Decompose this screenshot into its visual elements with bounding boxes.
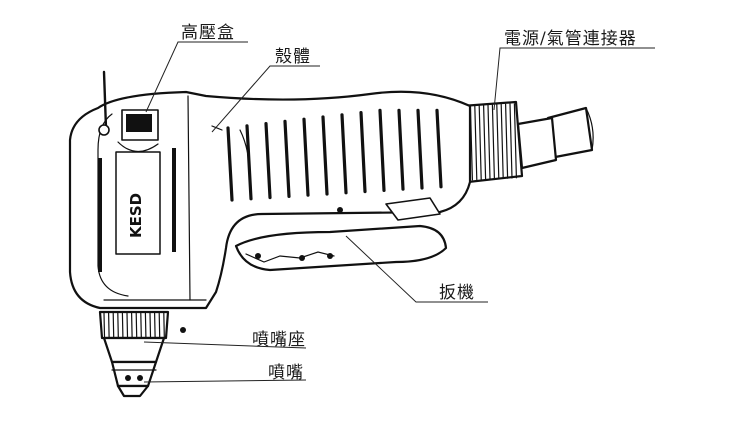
seat-knurl-line — [131, 312, 133, 338]
label-trigger: 扳機 — [439, 283, 475, 303]
label-housing: 殼體 — [275, 47, 311, 67]
seat-knurl-line — [117, 312, 119, 338]
nozzle-graphic — [98, 310, 186, 398]
knurl-line — [483, 104, 487, 180]
knurl-line — [496, 103, 500, 180]
housing-rib — [359, 110, 367, 194]
seat-knurl-line — [144, 312, 147, 338]
housing-rib — [435, 108, 443, 189]
knurl-line — [491, 104, 495, 180]
seat-knurl-line — [103, 312, 106, 338]
housing-rib — [321, 115, 329, 196]
knurl-line — [487, 104, 491, 180]
housing-rib — [378, 108, 386, 192]
seat-knurl-line — [149, 312, 152, 338]
knurl-line — [478, 104, 482, 180]
label-nozzle-seat: 噴嘴座 — [252, 330, 306, 350]
housing-rib — [283, 119, 291, 198]
seat-knurl-line — [126, 312, 129, 338]
housing-rib — [226, 126, 234, 202]
knurl-line — [505, 103, 509, 179]
seat-knurl-line — [107, 312, 110, 338]
knurl-line — [513, 103, 518, 179]
seat-knurl-line — [112, 312, 115, 338]
label-pressure-box: 高壓盒 — [181, 23, 235, 43]
housing-rib — [397, 108, 405, 191]
knurl-line — [509, 103, 513, 179]
leader-lines — [143, 41, 655, 383]
seat-knurl-line — [154, 312, 156, 338]
trigger-graphic — [234, 197, 448, 272]
housing-body: KESD — [68, 70, 472, 310]
housing-rib — [340, 113, 348, 195]
logo-text: KESD — [127, 193, 145, 238]
housing-rib — [416, 108, 424, 190]
knurl-line — [500, 103, 504, 179]
seat-knurl-line — [158, 312, 161, 338]
seat-knurl-line — [135, 312, 138, 338]
seat-knurl-line — [140, 312, 142, 338]
seat-knurl-line — [163, 312, 165, 338]
label-nozzle: 噴嘴 — [268, 363, 304, 383]
knurl-line — [474, 104, 478, 181]
seat-knurl-line — [121, 312, 124, 338]
housing-rib — [302, 117, 310, 197]
label-connector: 電源/氣管連接器 — [504, 29, 637, 49]
housing-rib — [264, 121, 272, 200]
connector-graphic — [460, 100, 558, 184]
